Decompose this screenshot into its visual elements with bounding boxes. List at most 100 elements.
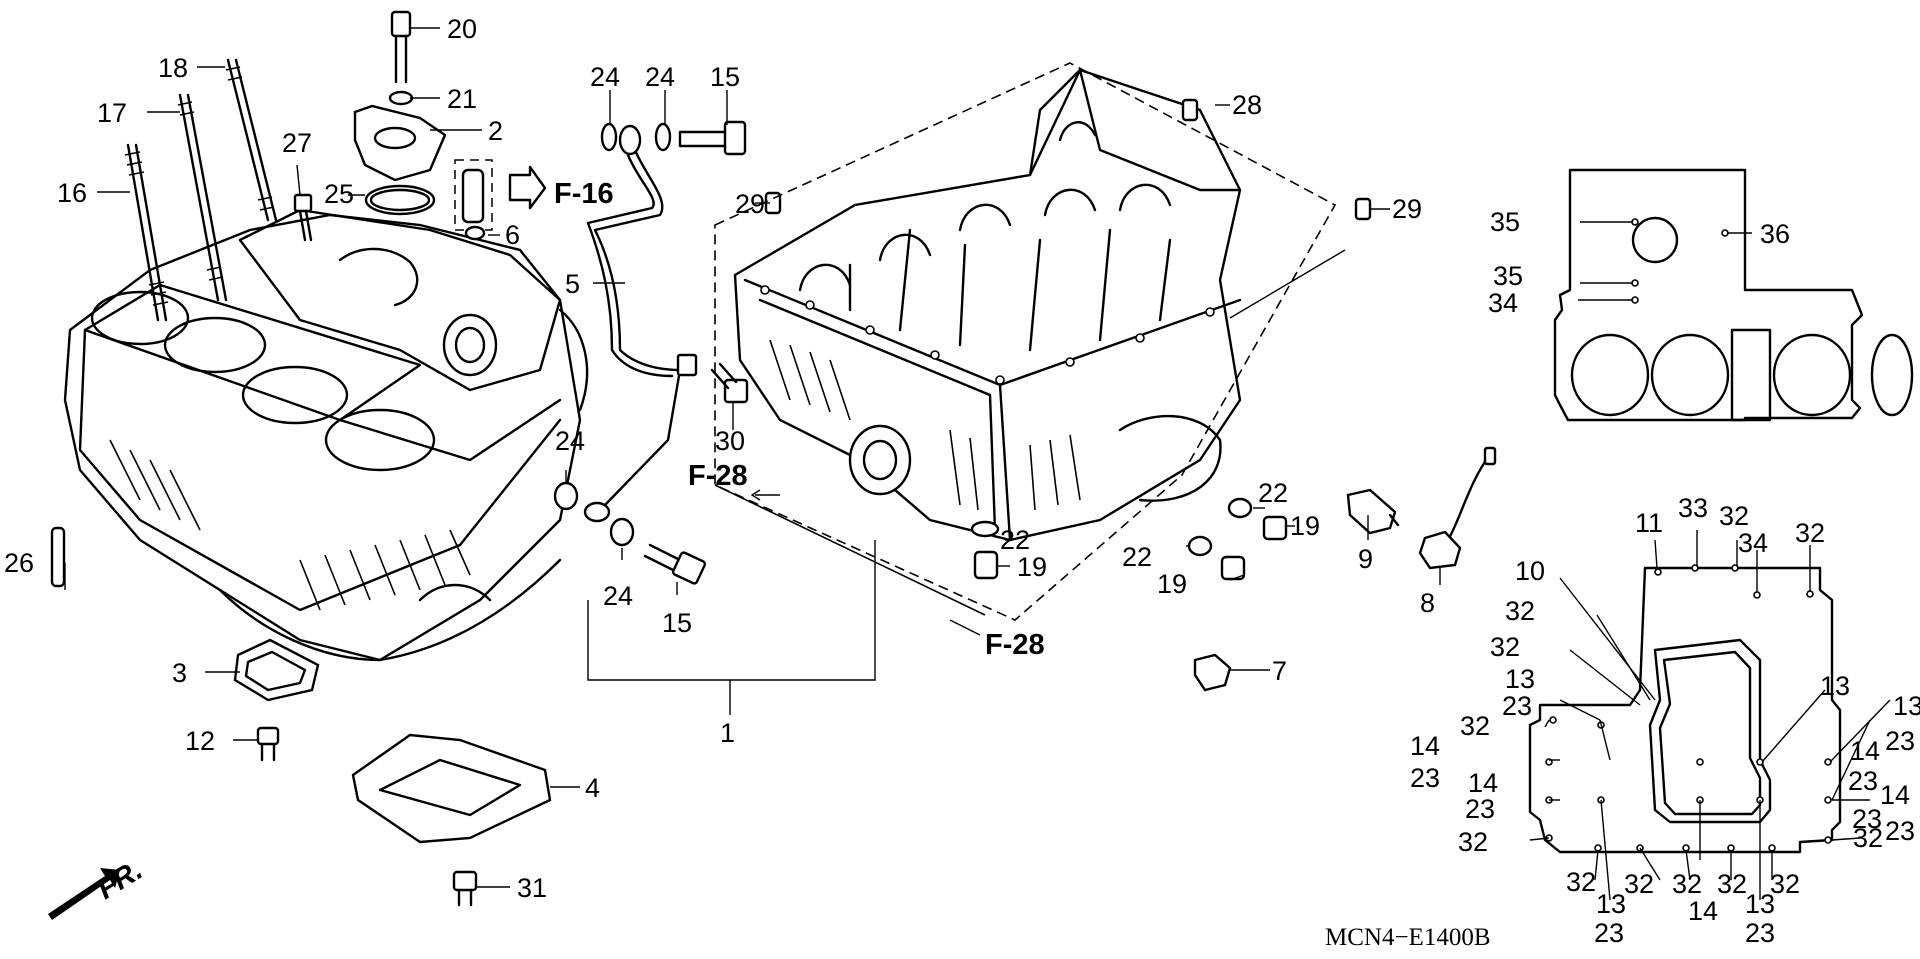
- ref-f28-b: F-28: [985, 629, 1045, 661]
- cover-4: [351, 733, 552, 844]
- callout-35-a: 35: [1490, 207, 1520, 237]
- callout-23-a: 23: [1502, 691, 1532, 721]
- callout-23-b: 23: [1410, 763, 1440, 793]
- callout-25: 25: [324, 179, 354, 209]
- callout-10: 10: [1515, 556, 1545, 586]
- callout-14-d: 14: [1880, 780, 1910, 810]
- lower-washers-bolts: [553, 481, 707, 585]
- callout-13-b: 13: [1820, 671, 1850, 701]
- callout-9: 9: [1358, 544, 1373, 574]
- leader-lines: [64, 27, 1891, 901]
- callout-16: 16: [57, 178, 87, 208]
- oil-pipe-5: [583, 124, 698, 523]
- callout-32-g: 32: [1853, 823, 1883, 853]
- callout-13-c: 13: [1893, 691, 1920, 721]
- front-direction-arrow: [48, 868, 120, 920]
- callout-23-i: 23: [1745, 918, 1775, 948]
- bolt-31: [452, 870, 478, 907]
- crankcase-gasket-outline: [1553, 168, 1914, 422]
- dowel-pin-6-group: [454, 159, 547, 241]
- callout-14-c: 14: [1850, 736, 1880, 766]
- callout-23-f: 23: [1852, 804, 1882, 834]
- callout-36: 36: [1760, 219, 1790, 249]
- callout-33: 33: [1678, 493, 1708, 523]
- sensor-8: [1418, 446, 1497, 570]
- dowel-26: [50, 526, 66, 588]
- callout-15-a: 15: [710, 62, 740, 92]
- callout-22-c: 22: [1122, 542, 1152, 572]
- upper-crankcase-cylinder-block: [63, 208, 589, 662]
- bracket-7: [1193, 653, 1232, 692]
- breather-cover-assembly: [353, 10, 447, 216]
- reference-labels: F-16 F-28 F-28: [554, 178, 1045, 661]
- callout-32-f: 32: [1458, 827, 1488, 857]
- callout-19-c: 19: [1157, 569, 1187, 599]
- callout-21: 21: [447, 84, 477, 114]
- callout-32-i: 32: [1624, 869, 1654, 899]
- bolt-27: [293, 193, 313, 242]
- stud-bolts: [124, 58, 278, 322]
- callout-4: 4: [585, 773, 600, 803]
- callout-31: 31: [517, 873, 547, 903]
- callout-32-c: 32: [1505, 596, 1535, 626]
- ref-arrow-b: [949, 619, 981, 636]
- callout-7: 7: [1272, 656, 1287, 686]
- callout-13-a: 13: [1505, 664, 1535, 694]
- callout-34-b: 34: [1738, 528, 1768, 558]
- lower-case-envelope: [714, 62, 1337, 621]
- callout-13-e: 13: [1745, 889, 1775, 919]
- callout-35-b: 35: [1493, 261, 1523, 291]
- callout-32-h: 32: [1566, 867, 1596, 897]
- callout-22-b: 22: [1258, 478, 1288, 508]
- callout-14-a: 14: [1410, 731, 1440, 761]
- callout-23-c: 23: [1465, 794, 1495, 824]
- diagram-code: MCN4−E1400B: [1325, 924, 1491, 951]
- callout-29-a: 29: [735, 189, 765, 219]
- callout-24-d: 24: [603, 581, 633, 611]
- callout-26: 26: [4, 548, 34, 578]
- callout-5: 5: [565, 269, 580, 299]
- callout-32-b: 32: [1795, 518, 1825, 548]
- ref-arrow-a: [750, 489, 780, 501]
- callout-32-d: 32: [1490, 632, 1520, 662]
- callout-32-l: 32: [1770, 869, 1800, 899]
- callout-23-g: 23: [1885, 816, 1915, 846]
- callout-19-a: 19: [1017, 552, 1047, 582]
- callout-3: 3: [172, 658, 187, 688]
- callout-17: 17: [97, 98, 127, 128]
- ref-f28-a: F-28: [688, 460, 748, 492]
- callout-23-h: 23: [1594, 918, 1624, 948]
- front-direction-label: FR.: [92, 854, 149, 906]
- callout-14-b: 14: [1468, 768, 1498, 798]
- callout-22-a: 22: [1000, 525, 1030, 555]
- callout-20: 20: [447, 14, 477, 44]
- bolt-30: [710, 362, 749, 404]
- lower-crankcase: [733, 68, 1242, 542]
- callout-18: 18: [158, 53, 188, 83]
- callout-29-b: 29: [1392, 194, 1422, 224]
- callout-32-e: 32: [1460, 711, 1490, 741]
- callout-8: 8: [1420, 588, 1435, 618]
- callout-32-k: 32: [1717, 869, 1747, 899]
- bolt-12: [256, 726, 280, 762]
- callout-13-d: 13: [1596, 889, 1626, 919]
- oil-pressure-switch-9: [1346, 488, 1400, 535]
- callout-11: 11: [1635, 508, 1663, 538]
- callout-23-d: 23: [1885, 726, 1915, 756]
- top-washers-bolts: [600, 120, 747, 156]
- callout-15-b: 15: [662, 608, 692, 638]
- callout-14-e: 14: [1688, 896, 1718, 926]
- callout-34-a: 34: [1488, 288, 1518, 318]
- callout-19-b: 19: [1290, 511, 1320, 541]
- callout-27: 27: [282, 128, 312, 158]
- callout-1: 1: [720, 718, 735, 748]
- callout-30: 30: [715, 426, 745, 456]
- ref-f16: F-16: [554, 178, 614, 210]
- drain-plugs-washers: [970, 497, 1288, 581]
- callout-28: 28: [1232, 90, 1262, 120]
- callout-24-a: 24: [590, 62, 620, 92]
- callout-labels: 20 21 2 18 17 27 25 6 16 24 24 15 5 29 2…: [4, 14, 1920, 948]
- callout-23-e: 23: [1848, 766, 1878, 796]
- callout-24-c: 24: [555, 426, 585, 456]
